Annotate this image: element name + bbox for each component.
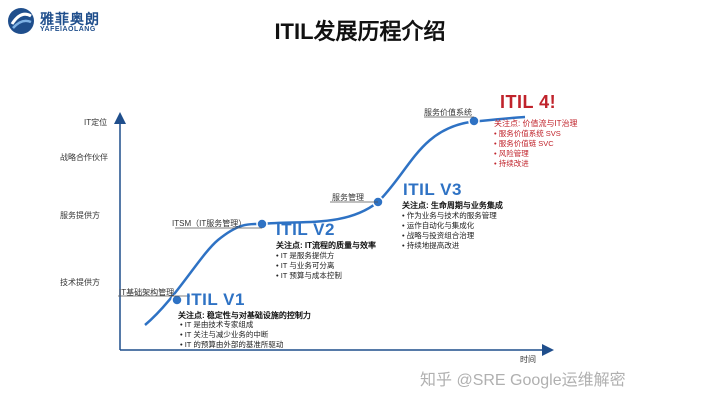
- stage-label-v3: 服务管理: [332, 193, 364, 202]
- list-item: IT 预算与成本控制: [276, 271, 342, 281]
- list-item: 作为业务与技术的服务管理: [402, 211, 497, 221]
- watermark: 知乎 @SRE Google运维解密: [420, 372, 626, 389]
- stage-label-v1: IT基础架构管理: [119, 288, 175, 297]
- list-item: 战略与投资组合治理: [402, 231, 497, 241]
- list-item: IT 与业务可分离: [276, 261, 342, 271]
- list-item: IT 是服务提供方: [276, 251, 342, 261]
- y-level-strategic-partner: 战略合作伙伴: [60, 153, 108, 162]
- company-logo: 雅菲奥朗 YAFEIAOLANG: [6, 6, 136, 40]
- list-item: IT 是由技术专家组成: [180, 320, 283, 330]
- bullets-v1: IT 是由技术专家组成 IT 关注与减少业务的中断 IT 的预算由外部的基准所驱…: [180, 320, 284, 350]
- list-item: 持续地提高改进: [402, 241, 497, 251]
- version-v1: ITIL V1: [186, 290, 245, 309]
- logo-name-cn: 雅菲奥朗: [40, 11, 100, 27]
- list-item: IT 的预算由外部的基准所驱动: [180, 340, 284, 350]
- focus-v3: 关注点: 生命周期与业务集成: [402, 201, 503, 210]
- focus-v4: 关注点: 价值流与IT治理: [494, 119, 578, 128]
- list-item: 持续改进: [494, 159, 561, 169]
- focus-v1: 关注点: 稳定性与对基础设施的控制力: [178, 311, 311, 320]
- list-item: 服务价值系统 SVS: [494, 129, 561, 139]
- bullets-v3: 作为业务与技术的服务管理 运作自动化与集成化 战略与投资组合治理 持续地提高改进: [402, 211, 497, 251]
- list-item: 风险管理: [494, 149, 561, 159]
- version-v2: ITIL V2: [276, 220, 335, 239]
- focus-v2: 关注点: IT流程的质量与效率: [276, 241, 376, 250]
- x-axis-label: 时间: [520, 355, 536, 364]
- list-item: 服务价值链 SVC: [494, 139, 561, 149]
- stage-label-v4: 服务价值系统: [424, 108, 472, 117]
- logo-mark-icon: [8, 8, 34, 34]
- milestone-dot-v2: [256, 218, 268, 230]
- page-title: ITIL发展历程介绍: [274, 19, 446, 44]
- milestone-dot-v1: [171, 294, 183, 306]
- bullets-v2: IT 是服务提供方 IT 与业务可分离 IT 预算与成本控制: [276, 251, 342, 281]
- y-level-tech-provider: 技术提供方: [60, 278, 100, 287]
- bullets-v4: 服务价值系统 SVS 服务价值链 SVC 风险管理 持续改进: [494, 129, 561, 169]
- version-v4: ITIL 4!: [500, 92, 557, 112]
- list-item: IT 关注与减少业务的中断: [180, 330, 283, 340]
- list-item: 运作自动化与集成化: [402, 221, 497, 231]
- milestone-dot-v4: [468, 115, 480, 127]
- logo-name-en: YAFEIAOLANG: [40, 26, 96, 33]
- version-v3: ITIL V3: [403, 180, 462, 199]
- stage-label-v2: ITSM（IT服务管理）: [172, 219, 247, 228]
- y-axis-label: IT定位: [84, 118, 108, 127]
- y-level-service-provider: 服务提供方: [60, 211, 100, 220]
